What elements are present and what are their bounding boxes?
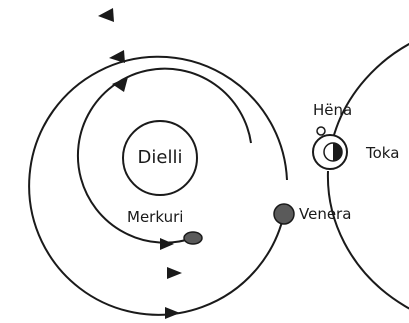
venus-planet [274,204,294,224]
orbit-arrow-icon [112,77,128,92]
moon [317,127,325,135]
sun-label: Dielli [138,147,183,168]
moon-label: Hëna [313,101,352,119]
earth-label: Toka [365,144,399,162]
venus-label: Venera [299,205,351,223]
orbit-arrow-icon [109,50,125,63]
earth-orbit [328,21,409,323]
orbit-arrow-icon [165,307,180,319]
orbit-arrow-icon [160,238,174,250]
mercury-label: Merkuri [127,208,183,226]
orbit-arrow-icon [167,267,182,279]
orbit-arrow-icon [98,8,114,22]
venus-orbit [29,57,287,315]
mercury-planet [184,232,202,244]
